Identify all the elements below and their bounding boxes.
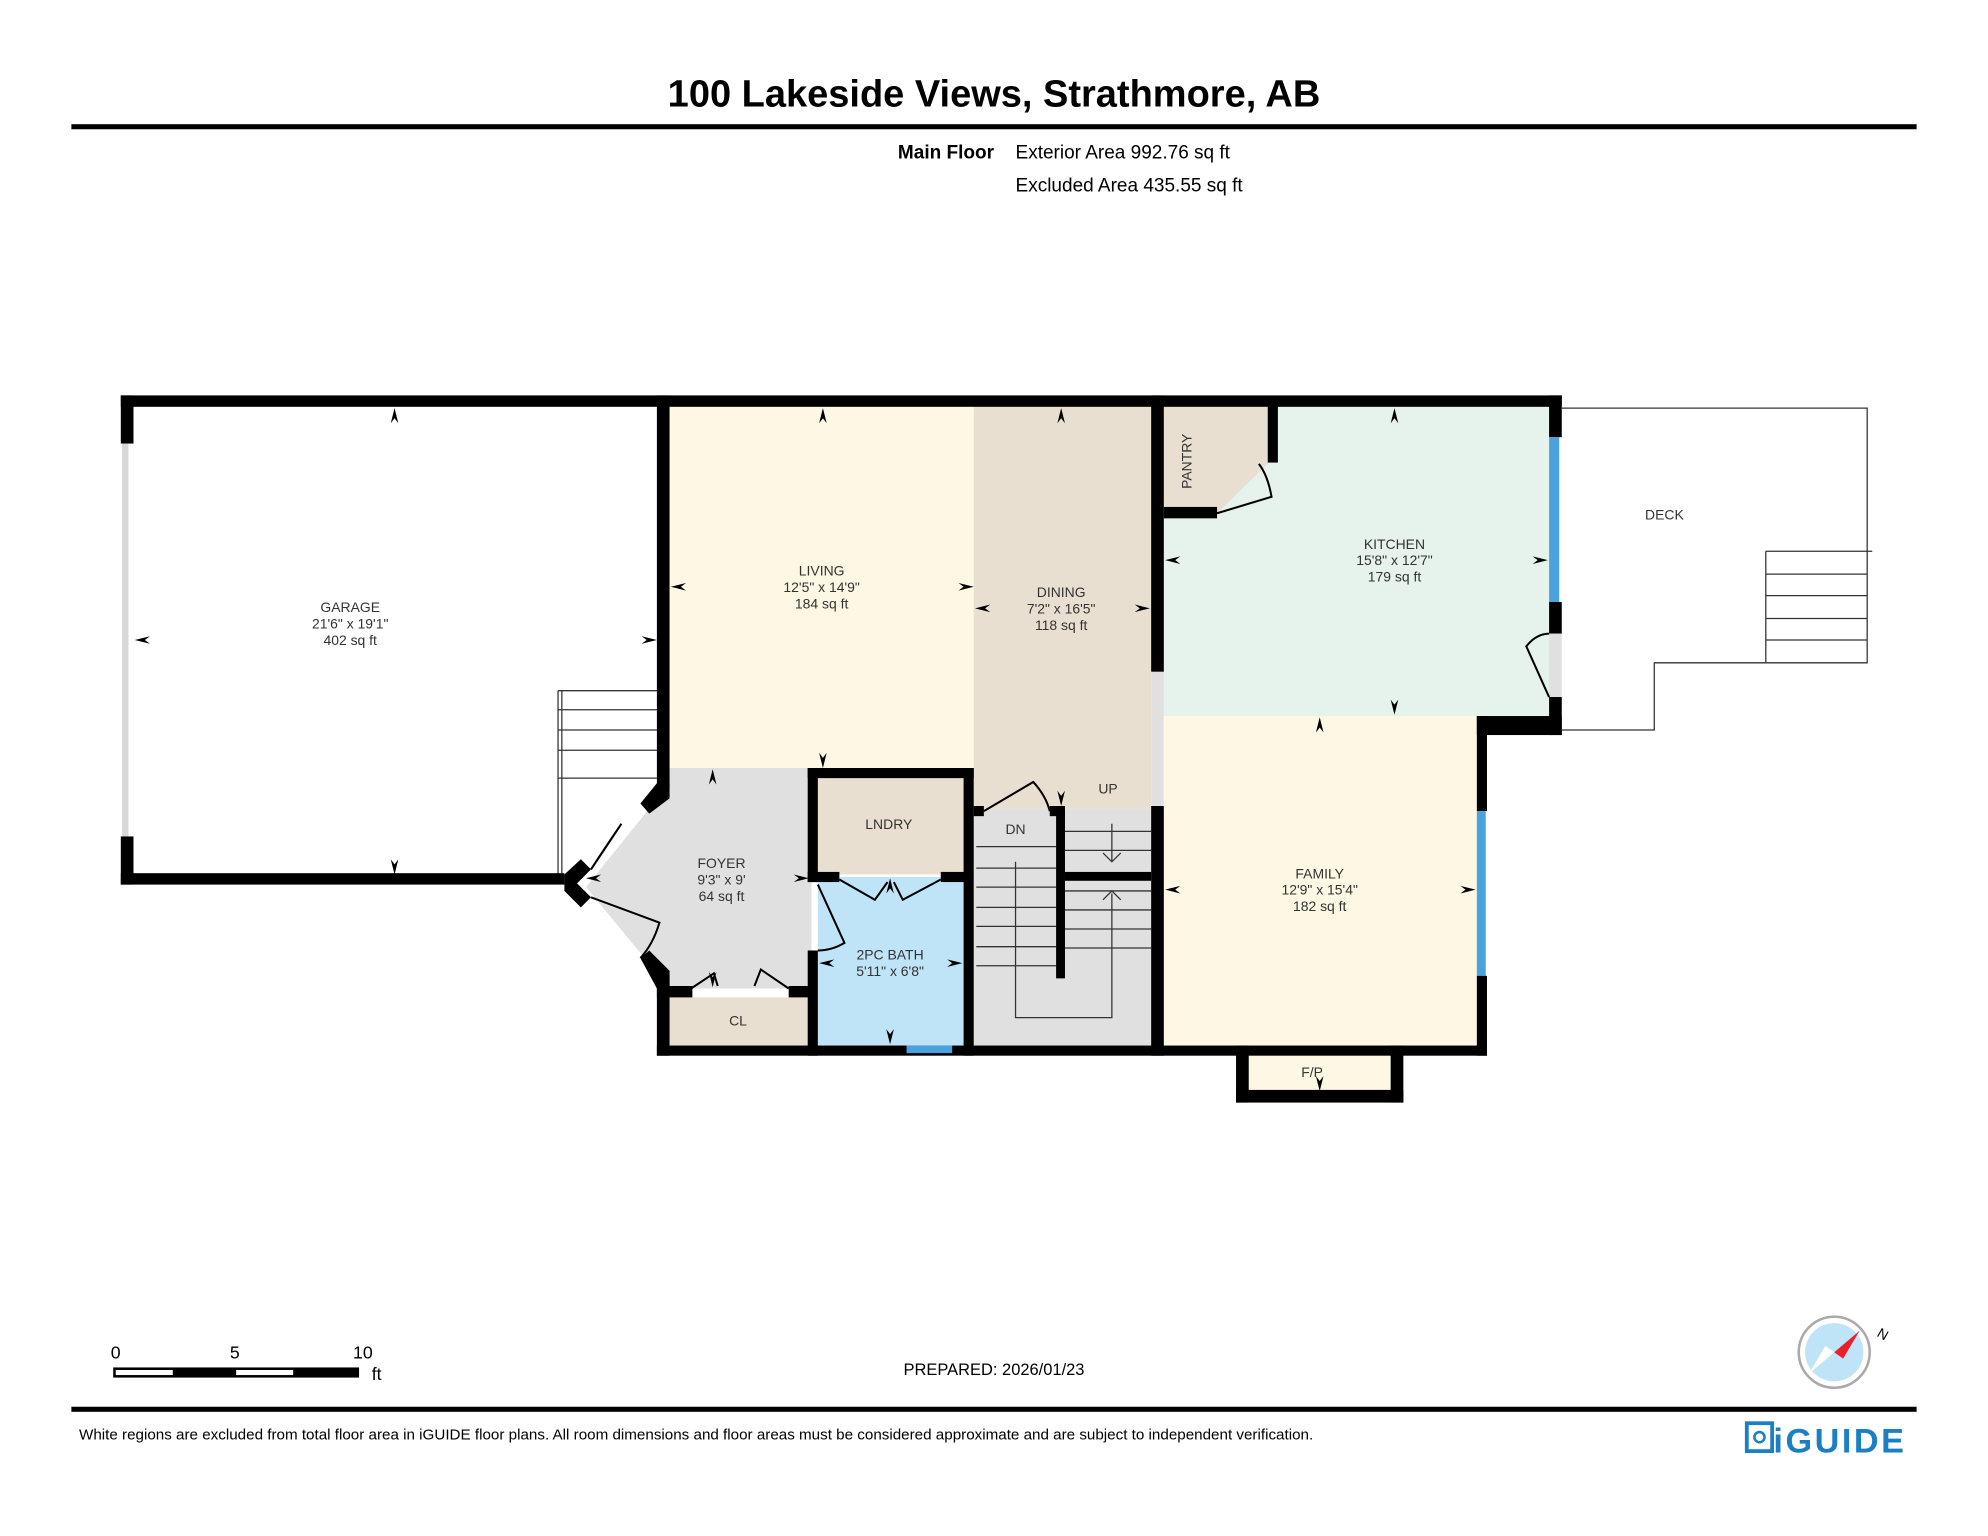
dimension-arrow-icon — [1057, 408, 1065, 424]
stair-lines — [557, 690, 1152, 1019]
dimension-arrow-icon — [1390, 699, 1399, 715]
iguide-logo: iGUIDE — [1744, 1421, 1904, 1460]
dimension-arrow-icon — [1134, 604, 1150, 613]
bath-name: 2PC BATH — [857, 946, 924, 962]
dimension-arrow-icon — [390, 408, 399, 424]
dining-area: 118 sq ft — [1035, 617, 1088, 633]
kitchen-floor — [1163, 405, 1550, 717]
svg-text:5: 5 — [230, 1343, 240, 1363]
compass-icon: N — [1797, 1315, 1892, 1389]
dimension-arrow-icon — [708, 972, 717, 988]
foyer-dims: 9'3" x 9' — [697, 872, 745, 888]
dimension-arrow-icon — [974, 604, 991, 613]
dimension-arrow-icon — [670, 582, 687, 591]
room-fills — [133, 405, 1550, 1090]
living-area: 184 sq ft — [795, 595, 849, 611]
walls — [120, 395, 1562, 1103]
exterior-area: Exterior Area 992.76 sq ft — [1016, 142, 1231, 163]
stairs-up-label: UP — [1098, 780, 1117, 796]
family-area: 182 sq ft — [1293, 898, 1347, 914]
opening-floor — [1151, 671, 1164, 807]
foyer-area: 64 sq ft — [699, 888, 745, 904]
garage-dims: 21'6" x 19'1" — [312, 616, 388, 632]
prepared-date: PREPARED: 2026/01/23 — [904, 1361, 1085, 1379]
family-dims: 12'9" x 15'4" — [1281, 882, 1357, 898]
dimension-arrow-icon — [1390, 408, 1399, 424]
deck-outline — [1561, 407, 1873, 731]
kitchen-name: KITCHEN — [1364, 536, 1425, 552]
dimension-arrow-icon — [958, 582, 974, 591]
dimension-arrow-icon — [1315, 717, 1324, 733]
dimension-arrow-icon — [819, 752, 827, 768]
svg-text:0: 0 — [111, 1343, 121, 1363]
living-floor — [669, 405, 974, 770]
dining-name: DINING — [1037, 584, 1086, 600]
scale-bar: 0 5 10 ft — [111, 1343, 382, 1385]
dimension-arrow-icon — [947, 959, 963, 967]
dimension-arrow-icon — [641, 636, 657, 644]
garage-area: 402 sq ft — [323, 632, 377, 648]
dimension-arrows — [134, 408, 1548, 1092]
garage-name: GARAGE — [320, 599, 380, 615]
fireplace-name: F/P — [1301, 1064, 1323, 1080]
pantry-name: PANTRY — [1179, 434, 1195, 489]
dimension-arrow-icon — [819, 959, 835, 967]
excluded-area: Excluded Area 435.55 sq ft — [1016, 175, 1244, 196]
living-dims: 12'5" x 14'9" — [783, 579, 859, 595]
kitchen-area: 179 sq ft — [1368, 569, 1422, 585]
svg-text:iGUIDE: iGUIDE — [1773, 1422, 1904, 1460]
dimension-arrow-icon — [886, 878, 894, 894]
bath-dims: 5'11" x 6'8" — [856, 963, 924, 979]
foyer-name: FOYER — [698, 855, 746, 871]
family-floor — [1163, 716, 1477, 1046]
dimension-arrow-icon — [793, 874, 809, 883]
garage-floor — [133, 405, 657, 875]
dimension-arrow-icon — [1165, 885, 1181, 894]
family-name: FAMILY — [1295, 865, 1344, 881]
dimension-arrow-icon — [1532, 556, 1548, 564]
svg-text:10: 10 — [353, 1343, 373, 1363]
svg-text:N: N — [1875, 1325, 1892, 1344]
dimension-arrow-icon — [886, 1029, 894, 1045]
svg-text:ft: ft — [372, 1364, 382, 1384]
footer-rule — [71, 1406, 1917, 1412]
dimension-arrow-icon — [134, 636, 150, 644]
dimension-arrow-icon — [585, 874, 602, 883]
floor-label: Main Floor — [898, 142, 995, 163]
dimension-arrow-icon — [1460, 885, 1476, 894]
kitchen-dims: 15'8" x 12'7" — [1356, 552, 1432, 568]
foyer-floor — [585, 768, 812, 989]
header-rule — [71, 124, 1917, 130]
disclaimer: White regions are excluded from total fl… — [79, 1427, 1313, 1444]
laundry-floor — [817, 775, 964, 875]
dimension-arrow-icon — [1057, 790, 1065, 807]
dimension-arrow-icon — [819, 408, 827, 424]
stairs-down-label: DN — [1005, 821, 1025, 837]
doors — [590, 463, 1551, 990]
closet-name: CL — [729, 1012, 747, 1028]
room-labels: GARAGE 21'6" x 19'1" 402 sq ft LIVING 12… — [312, 434, 1685, 1081]
dimension-arrow-icon — [1165, 556, 1181, 564]
dining-floor — [973, 405, 1152, 809]
dining-dims: 7'2" x 16'5" — [1027, 600, 1096, 616]
bath-floor — [817, 876, 964, 1046]
page-title: 100 Lakeside Views, Strathmore, AB — [668, 73, 1321, 115]
dimension-arrow-icon — [1315, 1075, 1324, 1092]
dimension-arrow-icon — [708, 769, 717, 785]
laundry-name: LNDRY — [865, 816, 912, 832]
deck-name: DECK — [1645, 507, 1684, 523]
dimension-arrow-icon — [390, 859, 399, 875]
closet-floor — [669, 997, 809, 1046]
living-name: LIVING — [799, 562, 845, 578]
